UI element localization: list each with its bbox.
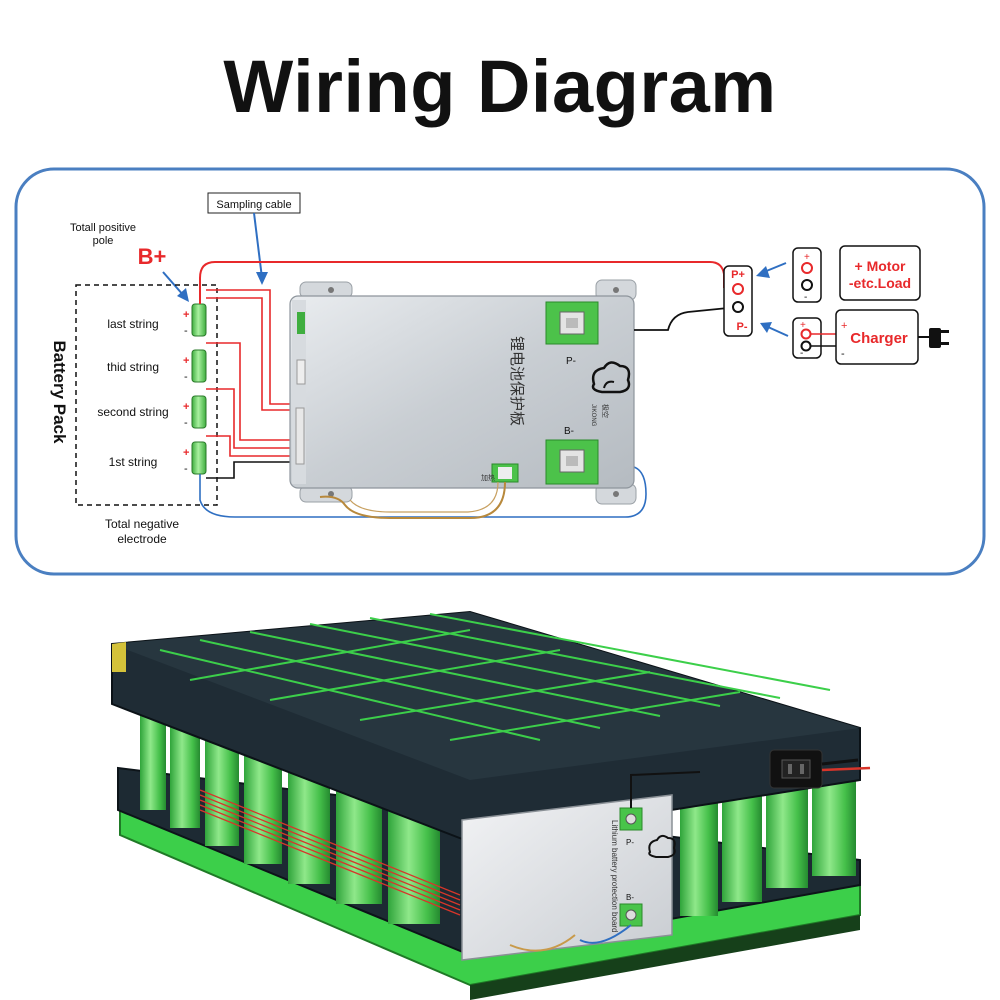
positive-pole-label-2: pole xyxy=(93,235,114,247)
load-arrow-head xyxy=(756,266,770,278)
b-plus-arrow xyxy=(162,271,185,297)
sampling-black-wire xyxy=(206,461,296,479)
p-minus-terminal xyxy=(732,301,744,313)
cell-4 xyxy=(191,303,207,337)
brand-logo-icon xyxy=(591,361,631,394)
plus-mark: + xyxy=(183,447,189,459)
p-plus-terminal xyxy=(732,283,744,295)
top-grid xyxy=(159,613,831,741)
plus-mark: + xyxy=(183,309,189,321)
photo-board-text: Lithium battery protection board xyxy=(610,820,619,933)
photo-b-minus: B- xyxy=(626,893,634,902)
positive-pole-label-1: Totall positive xyxy=(70,222,136,234)
string-label-second: second string xyxy=(97,405,168,419)
charger-box-minus: - xyxy=(841,348,845,360)
load-arrow xyxy=(763,262,787,273)
cell-column-front xyxy=(680,772,856,916)
charger-minus-mark: - xyxy=(800,348,803,359)
photo-brand-logo-icon xyxy=(648,834,676,858)
charger-minus-terminal xyxy=(800,340,812,352)
minus-mark: - xyxy=(184,325,188,337)
heat-label: 加热 xyxy=(481,473,495,482)
b-plus-arrow-head xyxy=(177,288,189,302)
p-plus-label: P+ xyxy=(731,269,745,281)
load-label: -etc.Load xyxy=(849,275,911,291)
charger-plus-terminal xyxy=(800,328,812,340)
battery-pack-label: Battery Pack xyxy=(50,340,69,444)
photo-p-minus: P- xyxy=(626,838,634,847)
plug-icon xyxy=(918,328,949,348)
load-terminal-box xyxy=(792,247,822,303)
page-title: Wiring Diagram xyxy=(223,45,777,128)
charger-box-plus: + xyxy=(841,320,847,332)
motor-label: + Motor xyxy=(855,258,907,274)
motor-load-box xyxy=(839,245,921,301)
load-text: etc.Load xyxy=(854,275,912,291)
heating-wire xyxy=(319,481,506,519)
battery-pack-box xyxy=(75,284,218,506)
minus-mark: - xyxy=(184,371,188,383)
motor-text: Motor xyxy=(867,258,906,274)
cell-3 xyxy=(191,349,207,383)
balance-wire-bundle xyxy=(199,789,461,916)
negative-main-wire xyxy=(199,465,647,518)
cell-1 xyxy=(191,441,207,475)
plus-mark: + xyxy=(183,355,189,367)
bms-board xyxy=(289,279,637,505)
charger-arrow xyxy=(767,326,789,337)
string-label-third: thid string xyxy=(107,360,159,374)
sampling-wires xyxy=(206,289,296,457)
charger-plus-mark: + xyxy=(800,320,806,331)
string-label-last: last string xyxy=(107,317,158,331)
load-minus-label: - xyxy=(804,292,807,303)
charger-label: Charger xyxy=(850,330,908,347)
b-plus-label: B+ xyxy=(138,244,167,269)
negative-electrode-label-1: Total negative xyxy=(105,517,179,531)
p-minus-wire xyxy=(634,306,739,331)
brand-label: JIKONG xyxy=(590,404,596,427)
plus-mark: + xyxy=(183,401,189,413)
charger-arrow-head xyxy=(760,322,772,333)
load-plus-label: + xyxy=(804,252,810,263)
minus-mark: - xyxy=(184,463,188,475)
cell-2 xyxy=(191,395,207,429)
board-chinese-label: 锂电池保护板 xyxy=(508,336,526,426)
brand-cn-label: 极空 xyxy=(601,404,610,418)
load-plus-terminal xyxy=(801,262,813,274)
sampling-arrow xyxy=(253,212,263,279)
negative-electrode-label-2: electrode xyxy=(117,532,167,546)
p-minus-label: P- xyxy=(737,321,748,333)
cell-stack: + + + + - - - - xyxy=(183,303,207,475)
board-p-minus-label: P- xyxy=(566,356,576,367)
battery-pack-photo: Lithium battery protection board P- B- xyxy=(111,610,871,1000)
minus-mark: - xyxy=(184,417,188,429)
load-minus-terminal xyxy=(801,279,813,291)
board-b-minus-label: B- xyxy=(564,426,574,437)
string-label-first: 1st string xyxy=(109,455,158,469)
sampling-cable-label: Sampling cable xyxy=(216,199,291,211)
sampling-arrow-head xyxy=(256,272,268,285)
